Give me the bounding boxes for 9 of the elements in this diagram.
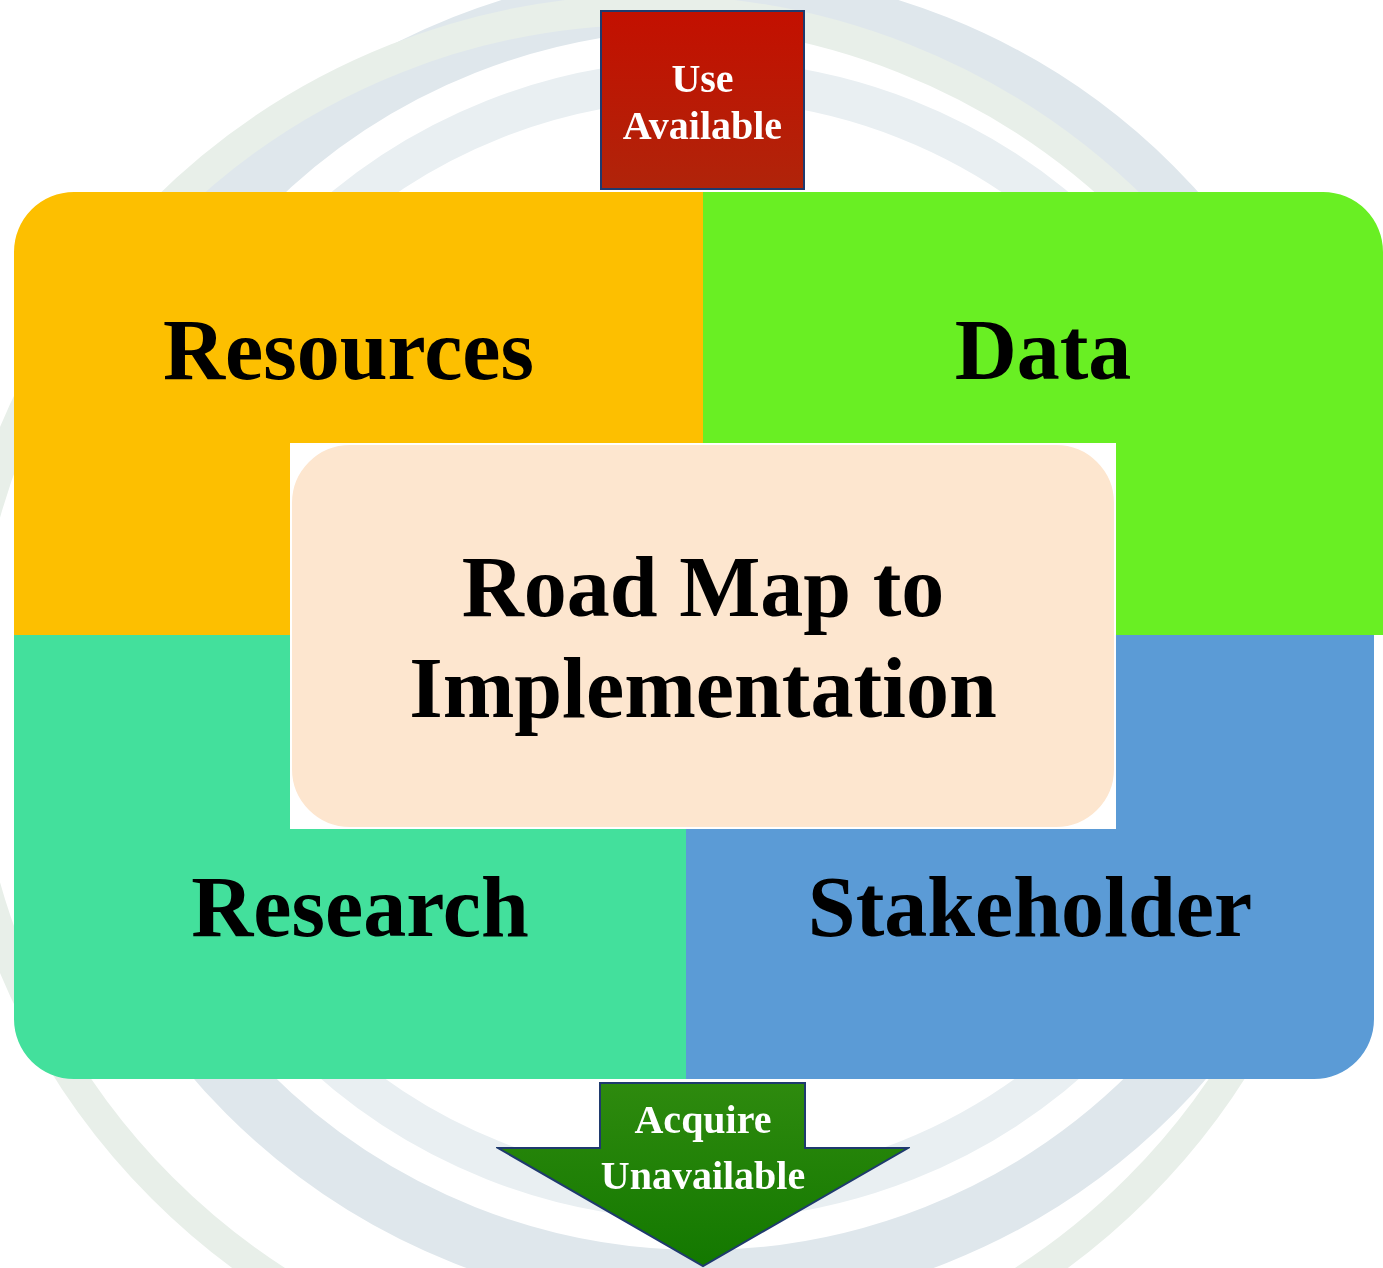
- header-box: [600, 10, 805, 190]
- quadrant-label: Stakeholder: [806, 858, 1254, 957]
- center-title: Road Map to Implementation: [408, 538, 998, 738]
- quadrant-label: Research: [190, 858, 530, 957]
- center-box: [290, 443, 1116, 829]
- header-label: Use Available: [621, 56, 784, 150]
- arrow-label: Acquire Unavailable: [599, 1096, 807, 1200]
- quadrant-label: Resources: [162, 301, 535, 400]
- quadrant-label: Data: [953, 301, 1133, 400]
